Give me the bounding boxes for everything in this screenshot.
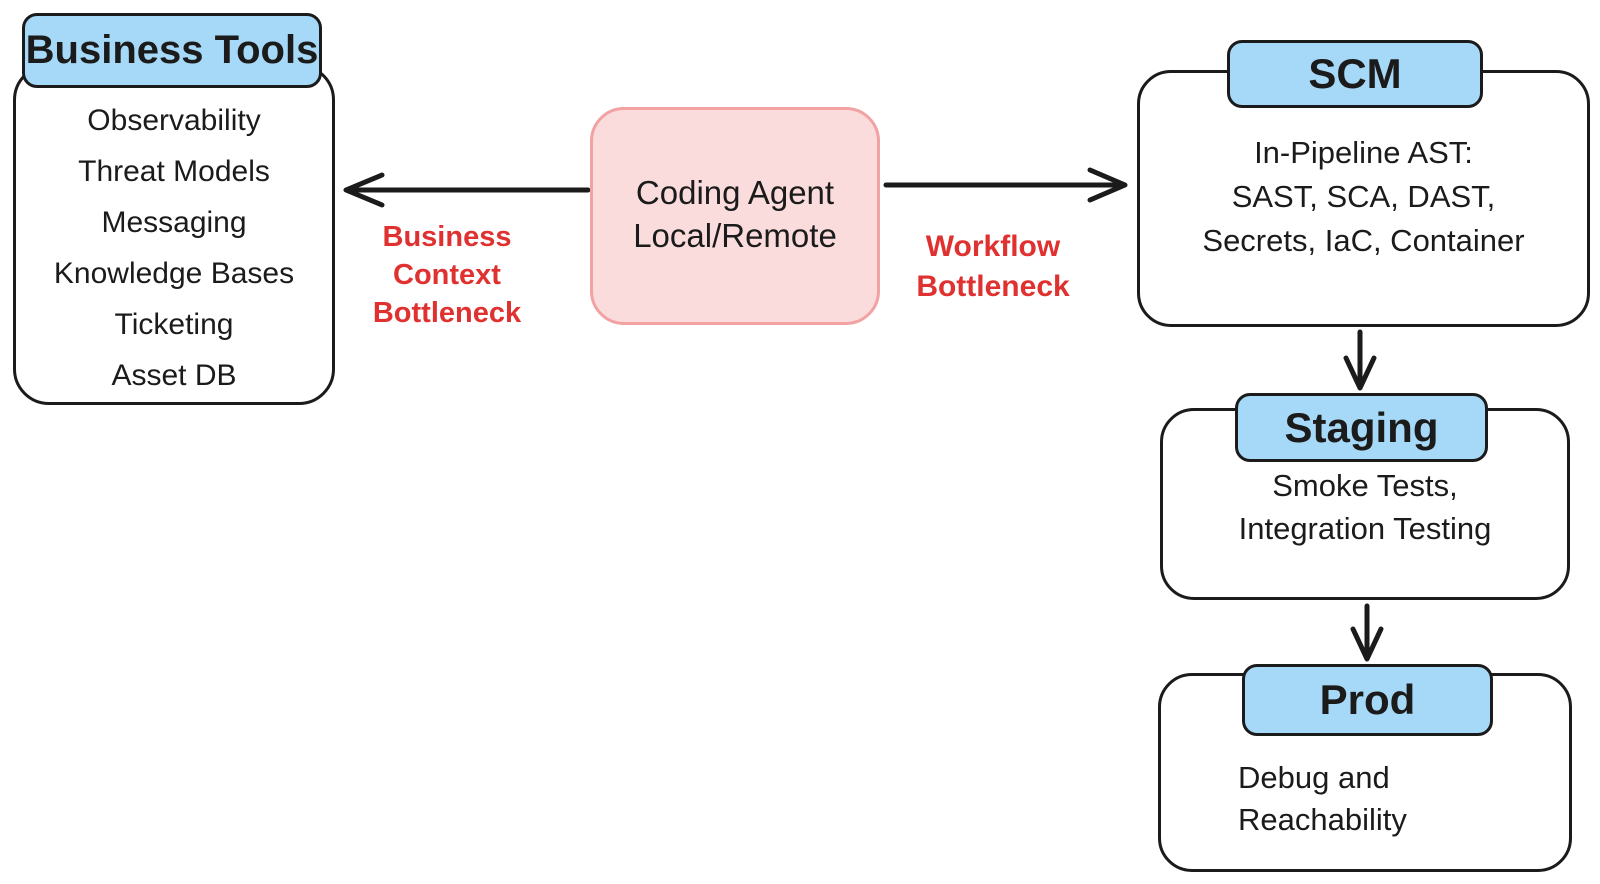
business-tools-item: Knowledge Bases — [53, 257, 295, 290]
arrow-agent-to-scm — [883, 167, 1128, 203]
business-context-line3: Bottleneck — [372, 297, 522, 329]
workflow-line1: Workflow — [925, 230, 1061, 263]
coding-agent-label: Coding Agent Local/Remote — [590, 171, 880, 257]
arrow-agent-to-business-tools — [343, 172, 591, 208]
staging-header: Staging — [1235, 393, 1488, 462]
business-tools-item: Asset DB — [111, 359, 237, 392]
business-context-line1: Business — [382, 221, 512, 253]
business-tools-header: Business Tools — [22, 13, 322, 88]
scm-line3: Secrets, IaC, Container — [1202, 223, 1525, 258]
business-tools-item: Messaging — [101, 206, 247, 239]
prod-header: Prod — [1242, 664, 1493, 736]
business-context-bottleneck-label: Business Context Bottleneck — [340, 218, 554, 332]
coding-agent-box — [590, 107, 880, 325]
prod-content: Debug and Reachability — [1238, 757, 1568, 841]
scm-box — [1137, 70, 1590, 327]
prod-title: Prod — [1319, 676, 1416, 723]
business-context-line2: Context — [393, 259, 501, 291]
workflow-bottleneck-label: Workflow Bottleneck — [885, 227, 1101, 307]
coding-agent-line1: Coding Agent — [635, 174, 835, 211]
scm-line2: SAST, SCA, DAST, — [1231, 179, 1496, 214]
business-tools-list: Observability Threat Models Messaging Kn… — [13, 95, 335, 401]
staging-title: Staging — [1284, 403, 1439, 451]
workflow-line2: Bottleneck — [916, 270, 1070, 303]
scm-line1: In-Pipeline AST: — [1254, 135, 1473, 170]
prod-line2: Reachability — [1238, 802, 1407, 837]
staging-line2: Integration Testing — [1238, 511, 1492, 546]
arrow-scm-to-staging — [1343, 329, 1377, 391]
scm-title: SCM — [1308, 50, 1402, 97]
business-tools-item: Observability — [87, 104, 261, 137]
staging-line1: Smoke Tests, — [1272, 468, 1458, 503]
staging-content: Smoke Tests, Integration Testing — [1160, 464, 1570, 550]
business-tools-item: Threat Models — [78, 155, 270, 188]
scm-content: In-Pipeline AST: SAST, SCA, DAST, Secret… — [1137, 131, 1590, 263]
scm-header: SCM — [1227, 40, 1483, 108]
arrow-staging-to-prod — [1350, 603, 1384, 662]
business-tools-item: Ticketing — [114, 308, 234, 341]
business-tools-title: Business Tools — [25, 28, 319, 72]
staging-box — [1160, 408, 1570, 600]
coding-agent-line2: Local/Remote — [633, 217, 837, 254]
prod-line1: Debug and — [1238, 760, 1390, 795]
